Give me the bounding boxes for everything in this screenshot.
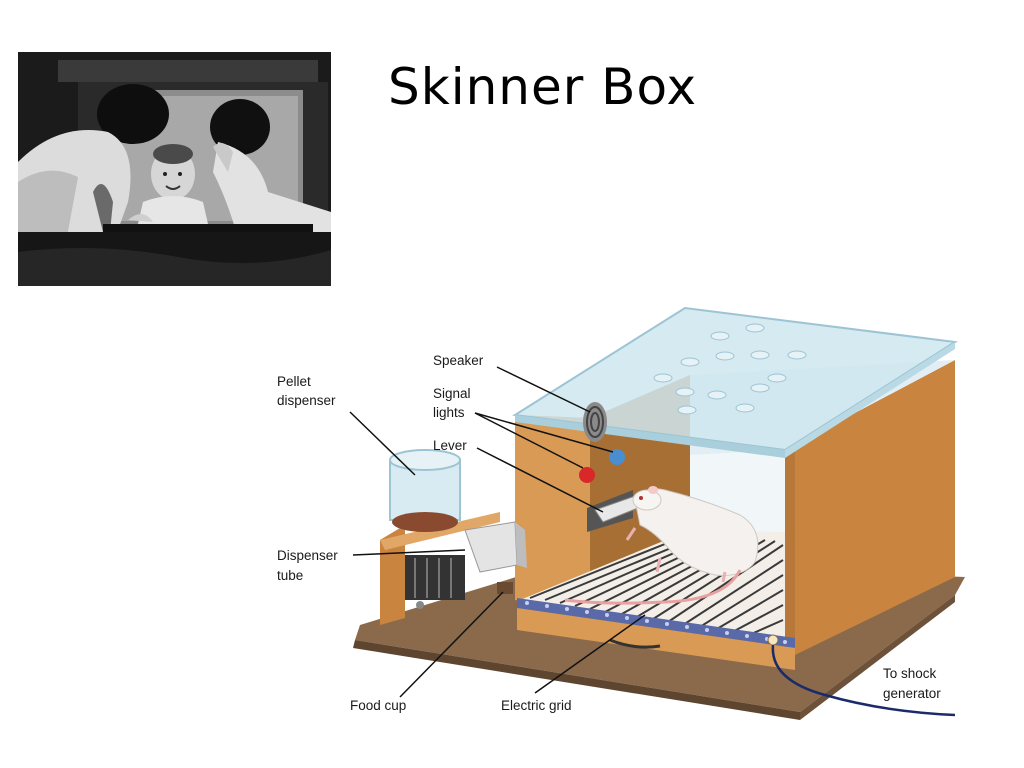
label-dispenser-tube-line2: tube — [277, 568, 303, 583]
box-right-wall — [785, 360, 955, 655]
label-pellet-dispenser-line1: Pellet — [277, 374, 311, 389]
lever — [587, 490, 644, 532]
blue-signal-light-icon — [609, 449, 625, 465]
label-lever: Lever — [433, 438, 467, 453]
food-cup — [497, 582, 513, 594]
label-food-cup: Food cup — [350, 698, 406, 713]
red-signal-light-icon — [579, 467, 595, 483]
label-electric-grid: Electric grid — [501, 698, 572, 713]
label-dispenser-tube-line1: Dispenser — [277, 548, 338, 563]
drawer-handle-icon — [609, 638, 661, 649]
box-left-wall — [515, 415, 590, 610]
speaker-icon — [583, 402, 607, 442]
shock-cable — [771, 644, 956, 717]
skinner-box-diagram: Speaker Signal lights Lever Pellet dispe… — [277, 306, 965, 720]
glass-lid — [512, 306, 958, 458]
rat — [564, 486, 759, 605]
slide-title: Skinner Box — [388, 58, 698, 116]
label-pellet-dispenser-line2: dispenser — [277, 393, 336, 408]
label-signal-lights-line1: Signal — [433, 386, 471, 401]
pellet-dispenser — [380, 449, 527, 625]
label-to-shock-generator-line2: generator — [883, 686, 941, 701]
label-signal-lights-line2: lights — [433, 405, 465, 420]
label-to-shock-generator-line1: To shock — [883, 666, 937, 681]
drawer — [517, 608, 795, 670]
label-speaker: Speaker — [433, 353, 484, 368]
baby-photo — [18, 52, 331, 286]
